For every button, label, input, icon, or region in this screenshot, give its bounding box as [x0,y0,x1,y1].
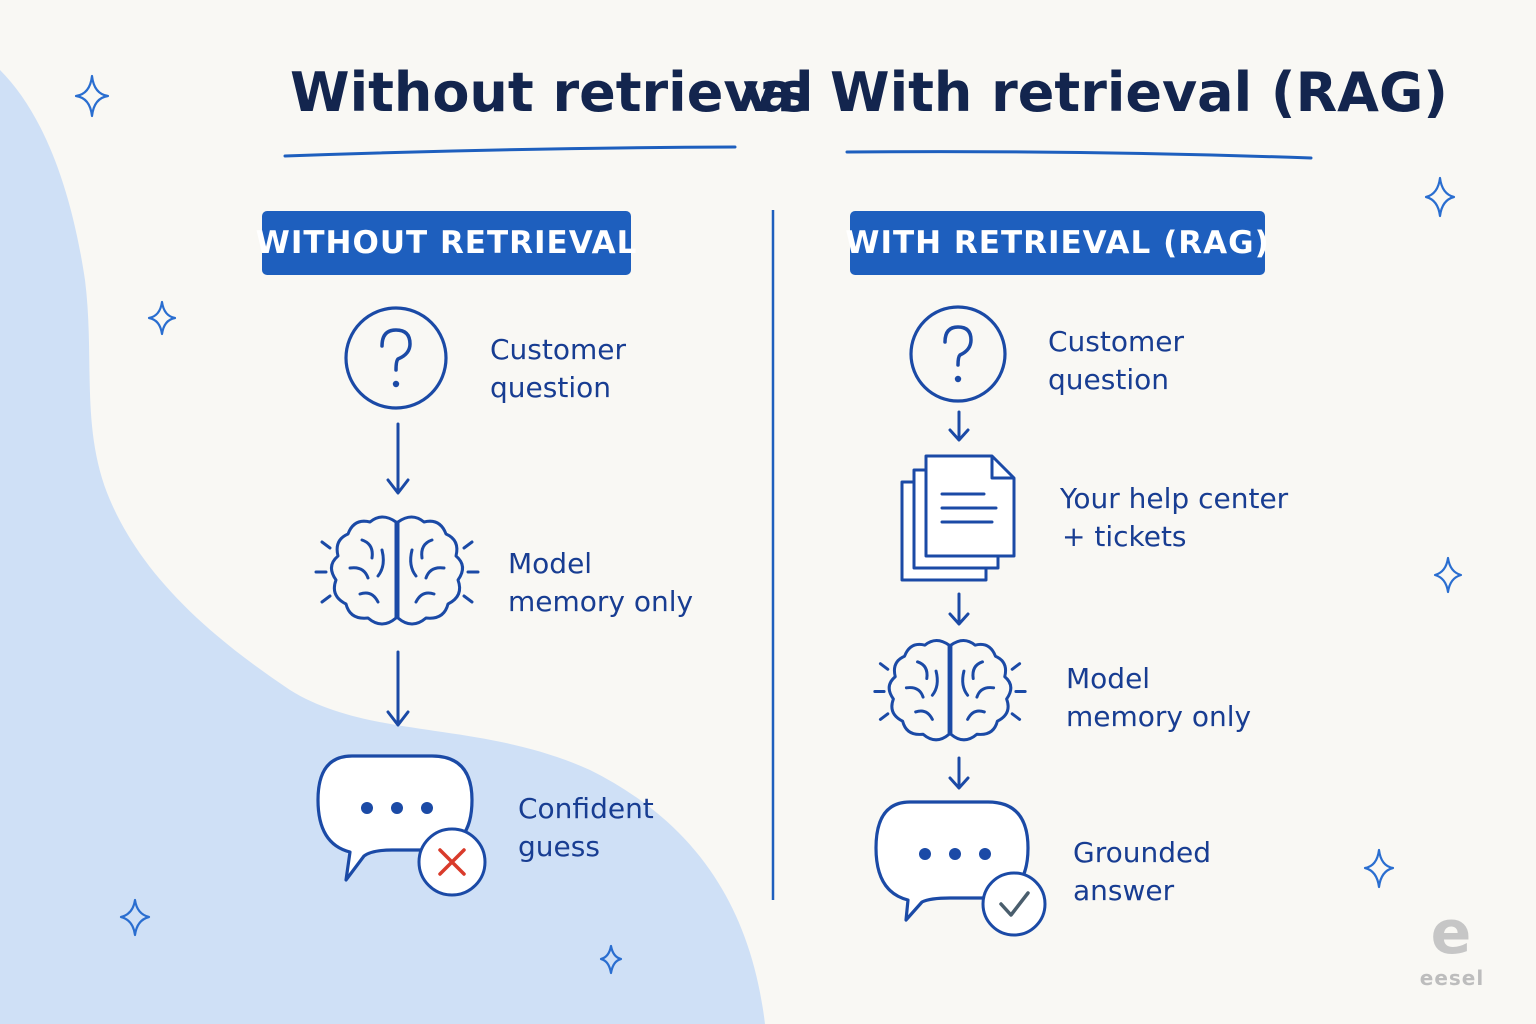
logo-mark: e [1430,898,1472,968]
speech-bubble-check-icon [874,800,1047,937]
background-blob [0,70,765,1024]
sparkle-icon [1363,848,1395,889]
arrow-down-icon [948,410,970,442]
step-label: Confident guess [518,792,654,863]
speech-bubble-x-icon [316,754,487,897]
arrow-down-icon [948,756,970,790]
arrow-down-icon [386,422,410,495]
step-label: Model memory only [508,547,694,618]
check-mark-icon [981,871,1047,937]
title-without: Without retrieval [290,61,814,124]
sparkle-icon [74,74,110,118]
title-vs: vs [743,61,811,124]
documents-icon [900,454,1016,582]
sparkle-icon [1433,556,1463,594]
brain-icon [873,639,1027,742]
question-circle-icon [344,306,448,410]
question-circle-icon [909,305,1007,403]
sparkle-icon [147,300,177,336]
right-panel-heading: WITH RETRIEVAL (RAG) [845,211,1269,275]
title-with: With retrieval (RAG) [830,61,1448,124]
sparkle-icon [119,898,151,937]
sparkle-icon [599,944,623,975]
arrow-down-icon [948,592,970,626]
step-label: Customer question [490,333,627,404]
step-label: Your help center + tickets [1060,482,1289,553]
brain-icon [314,515,480,626]
title-underline-left [283,145,737,158]
left-panel-heading: WITHOUT RETRIEVAL [256,211,636,275]
step-label: Grounded answer [1073,836,1211,907]
sparkle-icon [1424,176,1456,218]
x-mark-icon [417,827,487,897]
title-underline-right [845,150,1313,160]
step-label: Model memory only [1066,662,1252,733]
logo-wordmark: eesel [1419,966,1485,990]
arrow-down-icon [386,650,410,727]
step-label: Customer question [1048,325,1185,396]
